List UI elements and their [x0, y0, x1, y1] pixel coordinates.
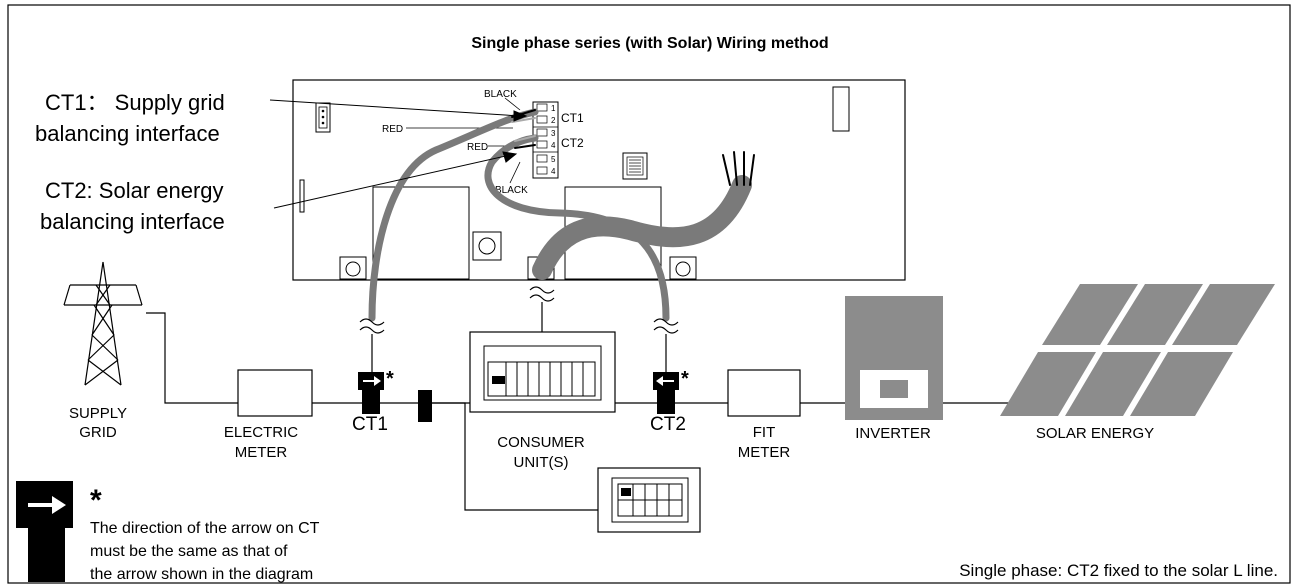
electric-meter-label-1: ELECTRIC: [224, 424, 298, 441]
pin-2: 2: [551, 116, 556, 125]
legend-ct-icon: [16, 481, 73, 582]
consumer-unit-label-2: UNIT(S): [514, 454, 569, 471]
consumer-cable: [532, 175, 752, 280]
ct1-asterisk: *: [386, 368, 394, 390]
legend-asterisk: *: [90, 484, 102, 517]
supply-grid-label-2: GRID: [79, 424, 117, 441]
diagram-title: Single phase series (with Solar) Wiring …: [471, 35, 828, 52]
board-relay-left: [372, 186, 470, 280]
pin-6: 4: [551, 167, 556, 176]
board-fuse: [832, 86, 850, 132]
ct2-asterisk: *: [681, 368, 689, 390]
control-board: 1 2 3 4 5 4 CT1 CT2 BLACK RED RED BLACK: [292, 79, 906, 281]
pin-4: 4: [551, 141, 556, 150]
label-red-bottom: RED: [467, 142, 488, 153]
ct1-arrow-icon: [374, 376, 381, 386]
solar-panel-icon: [1000, 284, 1275, 416]
callout-leaders: [269, 99, 528, 209]
supply-grid-label-1: SUPPLY: [69, 405, 127, 422]
pylon-icon: [63, 261, 143, 386]
label-red-top: RED: [382, 124, 403, 135]
inverter-label: INVERTER: [855, 425, 931, 442]
ct1-clamp: [358, 372, 384, 414]
legend-line-3: the arrow shown in the diagram: [90, 566, 313, 583]
legend-line-1: The direction of the arrow on CT: [90, 520, 320, 537]
ct-cables: [368, 108, 755, 322]
cable-break-marks: [359, 286, 679, 372]
ct1-callout-line1: CT1： Supply grid: [45, 90, 225, 115]
pin-5: 5: [551, 155, 556, 164]
ct2-cable: [484, 134, 670, 322]
consumer-unit-secondary: [597, 467, 701, 533]
pin-1: 1: [551, 104, 556, 113]
ct2-label: CT2: [650, 414, 686, 435]
consumer-unit-label-1: CONSUMER: [497, 434, 585, 451]
footnote: Single phase: CT2 fixed to the solar L l…: [959, 561, 1278, 580]
ct2-callout-line1: CT2: Solar energy: [45, 178, 224, 203]
ct1-callout-line2: balancing interface: [35, 121, 220, 146]
fit-meter-label-2: METER: [738, 444, 791, 461]
solar-energy-label: SOLAR ENERGY: [1036, 425, 1154, 442]
electric-meter-label-2: METER: [235, 444, 288, 461]
ct2-arrow-icon: [656, 376, 663, 386]
fit-meter-label-1: FIT: [753, 424, 776, 441]
line-tap-block: [418, 390, 432, 422]
ct2-clamp: [653, 372, 679, 414]
ct1-label: CT1: [352, 414, 388, 435]
label-black-bottom: BLACK: [495, 185, 528, 196]
pin-3: 3: [551, 129, 556, 138]
ct1-cable: [368, 108, 539, 322]
legend-line-2: must be the same as that of: [90, 543, 288, 560]
diagram-frame: [7, 4, 1291, 584]
terminal-ct2-label: CT2: [561, 136, 584, 150]
ct2-callout-line2: balancing interface: [40, 209, 225, 234]
inverter: [845, 296, 943, 420]
electric-meter: [237, 369, 313, 417]
consumer-unit: [469, 331, 616, 413]
legend-arrow-icon: [52, 496, 66, 514]
terminal-ct1-label: CT1: [561, 111, 584, 125]
label-black-top: BLACK: [484, 89, 517, 100]
fit-meter: [727, 369, 801, 417]
